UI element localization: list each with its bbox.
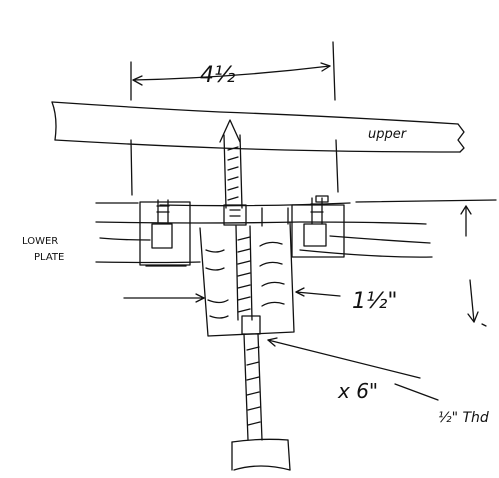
center-coupling-block <box>199 204 295 337</box>
rod-leader-line <box>267 337 439 401</box>
lower-plate-body <box>95 221 433 264</box>
width-dimension-arrow <box>132 62 331 86</box>
width-extension-lines <box>130 41 339 196</box>
upper-label: upper <box>368 127 408 142</box>
lower-plate-label-line1: LOWER <box>22 236 58 247</box>
height-dimension-label: 1½" <box>352 289 397 314</box>
left-block-arrow <box>123 293 205 303</box>
height-arrow-up <box>460 205 472 237</box>
height-arrow-down <box>467 279 487 327</box>
upper-threaded-rod <box>219 119 243 209</box>
rod-length-label: x 6" <box>337 379 378 403</box>
right-nut-block <box>291 195 345 258</box>
right-block-arrow <box>295 287 341 297</box>
bottom-foot-plate <box>231 438 291 471</box>
upper-plate <box>51 101 465 153</box>
labels: 4½ upper LOWER PLATE 1½" x 6" ½" Thd <box>22 63 489 426</box>
lower-plate-top-line <box>95 199 497 207</box>
thread-size-label: ½" Thd <box>438 410 489 426</box>
middle-threaded-rod <box>235 225 253 321</box>
lower-threaded-rod <box>243 333 263 441</box>
left-nut-block <box>139 199 191 267</box>
lower-plate-label-line2: PLATE <box>34 252 64 263</box>
width-dimension-label: 4½ <box>200 63 235 88</box>
